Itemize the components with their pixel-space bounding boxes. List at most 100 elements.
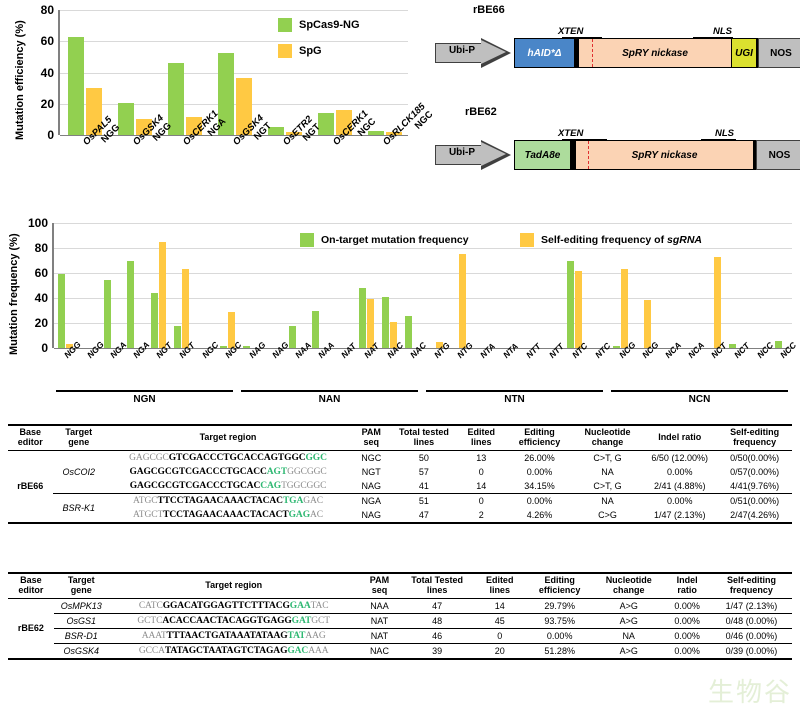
bar: [181, 269, 189, 348]
group-bracket: [426, 390, 603, 392]
th-base-editor: Base editor: [17, 427, 43, 447]
cell-target-gene: BSR-K1: [62, 502, 95, 513]
th-editing-efficiency: Editing efficiency: [518, 427, 561, 447]
cell-base-editor: rBE62: [17, 623, 44, 634]
cell-target-gene: OsCOI2: [62, 466, 95, 477]
construct-rbe66-nls-label: NLS: [713, 26, 732, 37]
rbe66-table-head: Base editor Target gene Target region PA…: [8, 425, 792, 451]
cell-edited-lines: 14: [476, 480, 487, 491]
cell-pam-seq: NAG: [361, 480, 382, 491]
y-axis-tick: 20: [34, 316, 48, 330]
y-axis-tick: 0: [41, 341, 48, 355]
cell-target-gene: BSR-D1: [64, 630, 98, 641]
bar: [336, 110, 352, 135]
gridline: [60, 103, 408, 105]
cell-nucleotide-change: NA: [601, 466, 614, 477]
construct-rbe66-ugi: UGI: [731, 38, 757, 68]
th-pam-seq: PAM seq: [361, 427, 381, 447]
group-label: NCN: [688, 394, 711, 405]
group-label: NGN: [133, 394, 156, 405]
cell-editing-efficiency: 0.00%: [526, 466, 553, 477]
legend-item: Self-editing frequency of sgRNA: [520, 233, 702, 247]
cell-indel-ratio: 2/41 (4.88%): [653, 480, 706, 491]
y-axis-tick: 20: [40, 96, 54, 111]
cell-indel-ratio: 0.00%: [674, 630, 700, 641]
y-axis-tick: 60: [40, 34, 54, 49]
rbe66-results-table: Base editor Target gene Target region PA…: [8, 424, 792, 524]
bar: [243, 345, 251, 348]
cell-target-region: AAATTTTAACTGATAAATATAAGTATAAG: [141, 630, 326, 641]
cell-target-region: GAGCGCGTCGACCCTGCACCAGTGGCGGC: [129, 480, 327, 491]
group-label: NAN: [318, 394, 341, 405]
cell-indel-ratio: 0.00%: [674, 600, 700, 611]
construct-rbe66-deaminase: hAID*Δ: [513, 38, 576, 68]
cell-self-editing: 1/47 (2.13%): [725, 600, 778, 611]
th2-edited-lines: Edited lines: [485, 575, 514, 595]
construct-rbe62-promoter: Ubi-P: [435, 140, 515, 170]
th-indel-ratio: Indel ratio: [658, 431, 702, 442]
legend-label: Self-editing frequency of sgRNA: [541, 234, 703, 246]
rbe62-results-table: Base editor Target gene Target region PA…: [8, 572, 792, 660]
construct-rbe62-nickase: SpRY nickase: [574, 140, 755, 170]
cell-self-editing: 0/57(0.00%): [730, 466, 780, 477]
cell-nucleotide-change: NA: [601, 495, 614, 506]
cell-pam-seq: NAG: [361, 509, 382, 520]
cell-editing-efficiency: 26.00%: [524, 452, 555, 463]
cell-target-gene: OsGS1: [66, 615, 97, 626]
construct-rbe62-deaminase: TadA8e: [513, 140, 572, 170]
bar: [236, 78, 252, 135]
gridline: [54, 273, 792, 274]
bar: [436, 342, 444, 348]
bar: [158, 241, 166, 348]
cell-total-lines: 39: [432, 645, 443, 656]
bar: [104, 279, 112, 348]
construct-rbe66-nls-leader: [693, 37, 733, 38]
cell-self-editing: 4/41(9.76%): [730, 480, 780, 491]
bar: [312, 310, 320, 348]
cell-total-lines: 57: [418, 466, 429, 477]
bar: [118, 102, 134, 135]
construct-rbe62-xten-leader: [562, 139, 607, 140]
bar: [127, 260, 135, 348]
cell-nucleotide-change: NA: [622, 630, 635, 641]
y-axis-tick: 40: [40, 65, 54, 80]
gridline: [54, 348, 792, 349]
cell-self-editing: 2/47(4.26%): [730, 509, 780, 520]
bar: [173, 325, 181, 348]
cell-edited-lines: 45: [494, 615, 505, 626]
construct-rbe62-nls-label: NLS: [715, 128, 734, 139]
construct-rbe62-nickase-label: SpRY nickase: [631, 149, 698, 161]
cell-nucleotide-change: A>G: [619, 645, 638, 656]
legend-label: SpG: [299, 45, 322, 57]
cell-target-region: GAGCGCGTCGACCCTGCACCAGTGGCGGC: [129, 452, 327, 463]
bar: [404, 315, 412, 348]
legend-item: On-target mutation frequency: [300, 233, 469, 247]
cell-editing-efficiency: 4.26%: [526, 509, 553, 520]
cell-total-lines: 48: [432, 615, 443, 626]
construct-rbe66-promoter: Ubi-P: [435, 38, 515, 68]
cell-self-editing: 0/48 (0.00%): [725, 615, 778, 626]
cell-target-region: ATGCTTCCTAGAACAAACTACACTGAGAC: [133, 509, 323, 520]
th-edited-lines: Edited lines: [467, 427, 496, 447]
cell-total-lines: 46: [432, 630, 443, 641]
cell-editing-efficiency: 0.00%: [546, 630, 573, 641]
y-axis-tick: 80: [40, 3, 54, 17]
cell-target-region: CATCGGACATGGAGTTCTTTACGGAATAC: [138, 600, 329, 611]
bar: [459, 254, 467, 348]
cell-indel-ratio: 1/47 (2.13%): [653, 509, 706, 520]
construct-diagrams: rBE66 XTEN NLS Ubi-P hAID*Δ SpRY nickase…: [425, 0, 800, 200]
th2-target-region: Target region: [205, 579, 263, 590]
group-bracket: [611, 390, 788, 392]
gridline: [54, 248, 792, 249]
cell-self-editing: 0/46 (0.00%): [725, 630, 778, 641]
